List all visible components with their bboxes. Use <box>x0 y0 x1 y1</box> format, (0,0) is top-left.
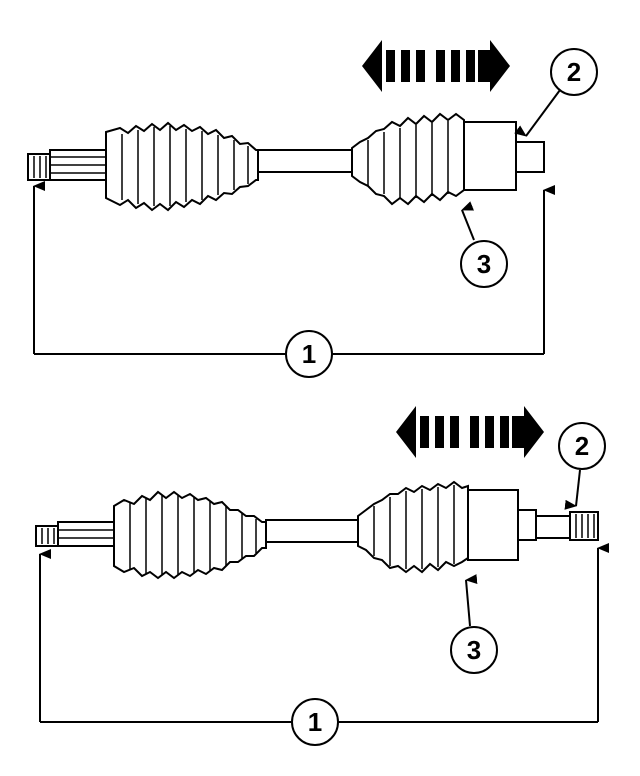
drive-shaft-bottom <box>35 480 599 580</box>
callout-1-label: 1 <box>308 707 322 737</box>
callout-3-label: 3 <box>477 249 491 279</box>
left-boot <box>105 121 259 212</box>
left-spline-stub <box>35 521 115 547</box>
callout-3: 3 <box>450 626 498 674</box>
right-stub <box>515 141 545 173</box>
callout-3-label: 3 <box>467 635 481 665</box>
housing-collar <box>517 509 537 541</box>
double-headed-dashed-arrow-icon <box>362 40 510 92</box>
callout-3-leader <box>465 574 478 627</box>
drive-shaft-top <box>27 112 545 212</box>
callout-1-label: 1 <box>302 339 316 369</box>
double-headed-dashed-arrow-icon <box>396 406 544 458</box>
top-diagram: 2 3 1 <box>27 40 598 378</box>
right-boot <box>351 112 465 206</box>
left-spline-stub <box>27 149 109 181</box>
right-boot <box>357 480 469 574</box>
tripod-housing <box>463 121 517 191</box>
right-spline-stub <box>569 511 599 541</box>
left-boot <box>113 490 267 580</box>
center-shaft <box>257 149 355 173</box>
dimension-1-bracket <box>39 543 609 723</box>
callout-2-leader <box>564 469 581 510</box>
callout-1: 1 <box>291 698 339 746</box>
center-shaft <box>265 519 361 543</box>
callout-2-label: 2 <box>575 431 589 461</box>
callout-3-leader <box>461 201 475 241</box>
callout-2-leader <box>514 89 561 137</box>
callout-2: 2 <box>558 422 606 470</box>
callout-2: 2 <box>550 48 598 96</box>
callout-2-label: 2 <box>567 57 581 87</box>
callout-3: 3 <box>460 240 508 288</box>
right-shaft <box>535 515 571 539</box>
callout-1: 1 <box>285 330 333 378</box>
tripod-housing <box>467 489 519 561</box>
dimension-1-bracket <box>33 181 555 355</box>
bottom-diagram: 2 3 1 <box>35 406 609 746</box>
